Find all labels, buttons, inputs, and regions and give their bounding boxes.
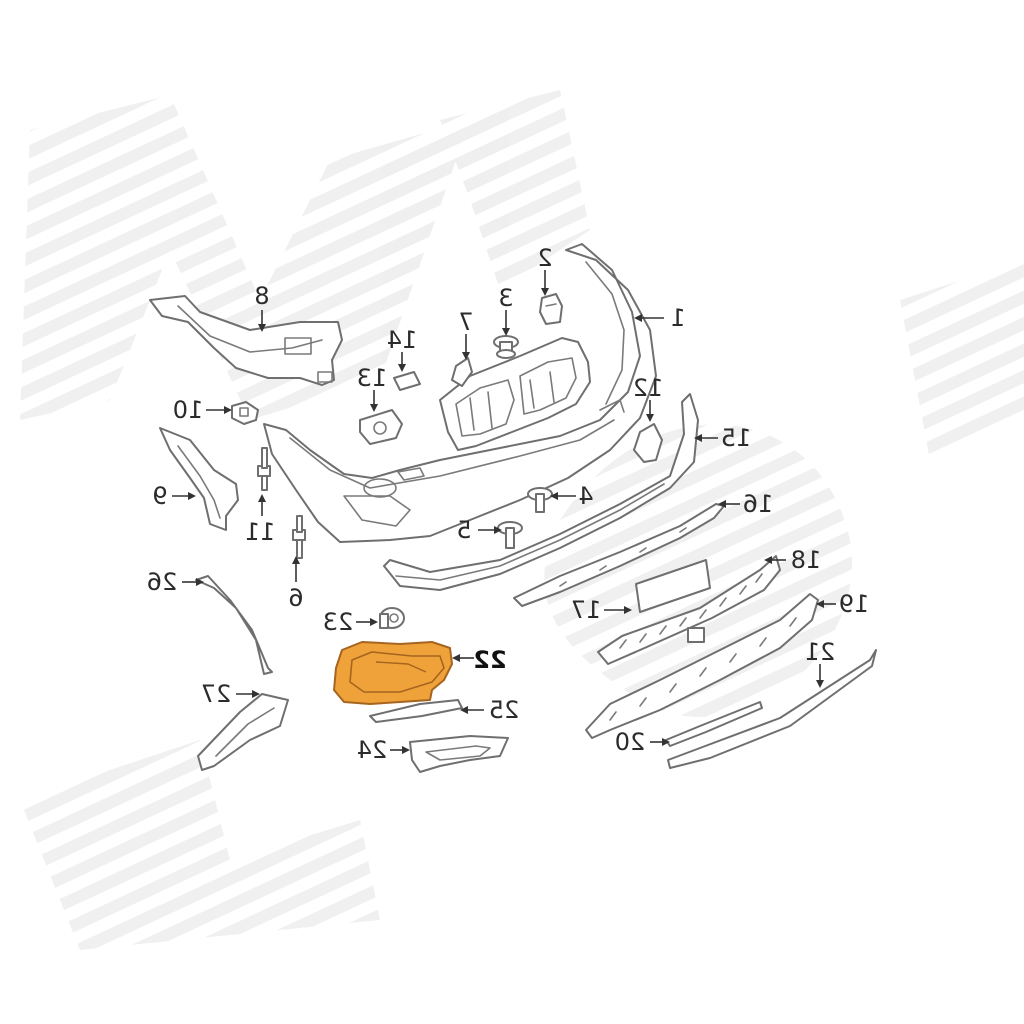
leader-lines [172, 270, 836, 754]
callout-25: 25 [489, 696, 520, 724]
part-5-screw [497, 521, 523, 549]
callout-15: 15 [721, 424, 752, 452]
part-3-nut [493, 335, 519, 359]
callout-21: 21 [805, 638, 836, 666]
callout-7: 7 [458, 308, 473, 336]
part-19-grille-frame [585, 593, 819, 739]
callout-3: 3 [498, 284, 513, 312]
callouts: 1 2 3 4 5 6 7 8 9 10 11 12 13 14 15 16 1… [147, 244, 870, 764]
callout-1: 1 [670, 304, 685, 332]
callout-11: 11 [245, 518, 276, 546]
part-9-side-bracket [159, 427, 239, 531]
part-8-bumper-bracket [149, 295, 343, 386]
callout-12: 12 [633, 374, 664, 402]
part-14-cap [393, 371, 421, 391]
part-27-side-trim [197, 693, 289, 771]
part-24-fog-bezel [409, 735, 509, 773]
callout-5: 5 [456, 516, 471, 544]
part-21-strip [667, 649, 877, 769]
watermark [20, 90, 1024, 950]
callout-14: 14 [387, 326, 418, 354]
callout-24: 24 [357, 736, 388, 764]
callout-4: 4 [578, 482, 593, 510]
callout-19: 19 [839, 590, 870, 618]
callout-23: 23 [323, 608, 354, 636]
part-15-lower-trim [383, 393, 699, 591]
callout-10: 10 [173, 396, 204, 424]
callout-27: 27 [201, 680, 232, 708]
callout-9: 9 [152, 482, 167, 510]
part-kidney-grille [439, 337, 591, 451]
part-6-pin [292, 515, 306, 559]
part-10-clip [231, 401, 259, 425]
callout-17: 17 [571, 596, 602, 624]
callout-6: 6 [288, 584, 303, 612]
callout-16: 16 [743, 490, 774, 518]
part-12-reflector [633, 423, 663, 463]
callout-20: 20 [615, 728, 646, 756]
part-17-lower-grille [597, 555, 781, 665]
callout-22: 22 [473, 646, 506, 674]
callout-26: 26 [147, 568, 178, 596]
callout-18: 18 [791, 546, 822, 574]
callout-2: 2 [537, 244, 552, 272]
callout-13: 13 [357, 364, 388, 392]
part-22-highlight-fill [333, 641, 453, 705]
part-22-fog-light-housing [333, 641, 453, 705]
part-2-bracket [539, 293, 563, 325]
part-26-wheel-arch-trim [195, 575, 273, 675]
part-23-sensor [379, 607, 405, 629]
part-4-screw [527, 487, 553, 513]
callout-8: 8 [254, 282, 269, 310]
part-11-pin [257, 447, 271, 491]
part-20-strip [665, 701, 763, 747]
part-18-plate-holder [635, 559, 711, 613]
part-1-bumper-cover [263, 243, 657, 543]
part-25-chrome-trim [369, 699, 463, 723]
part-13-camera [359, 409, 403, 445]
part-16-strip [513, 503, 725, 607]
